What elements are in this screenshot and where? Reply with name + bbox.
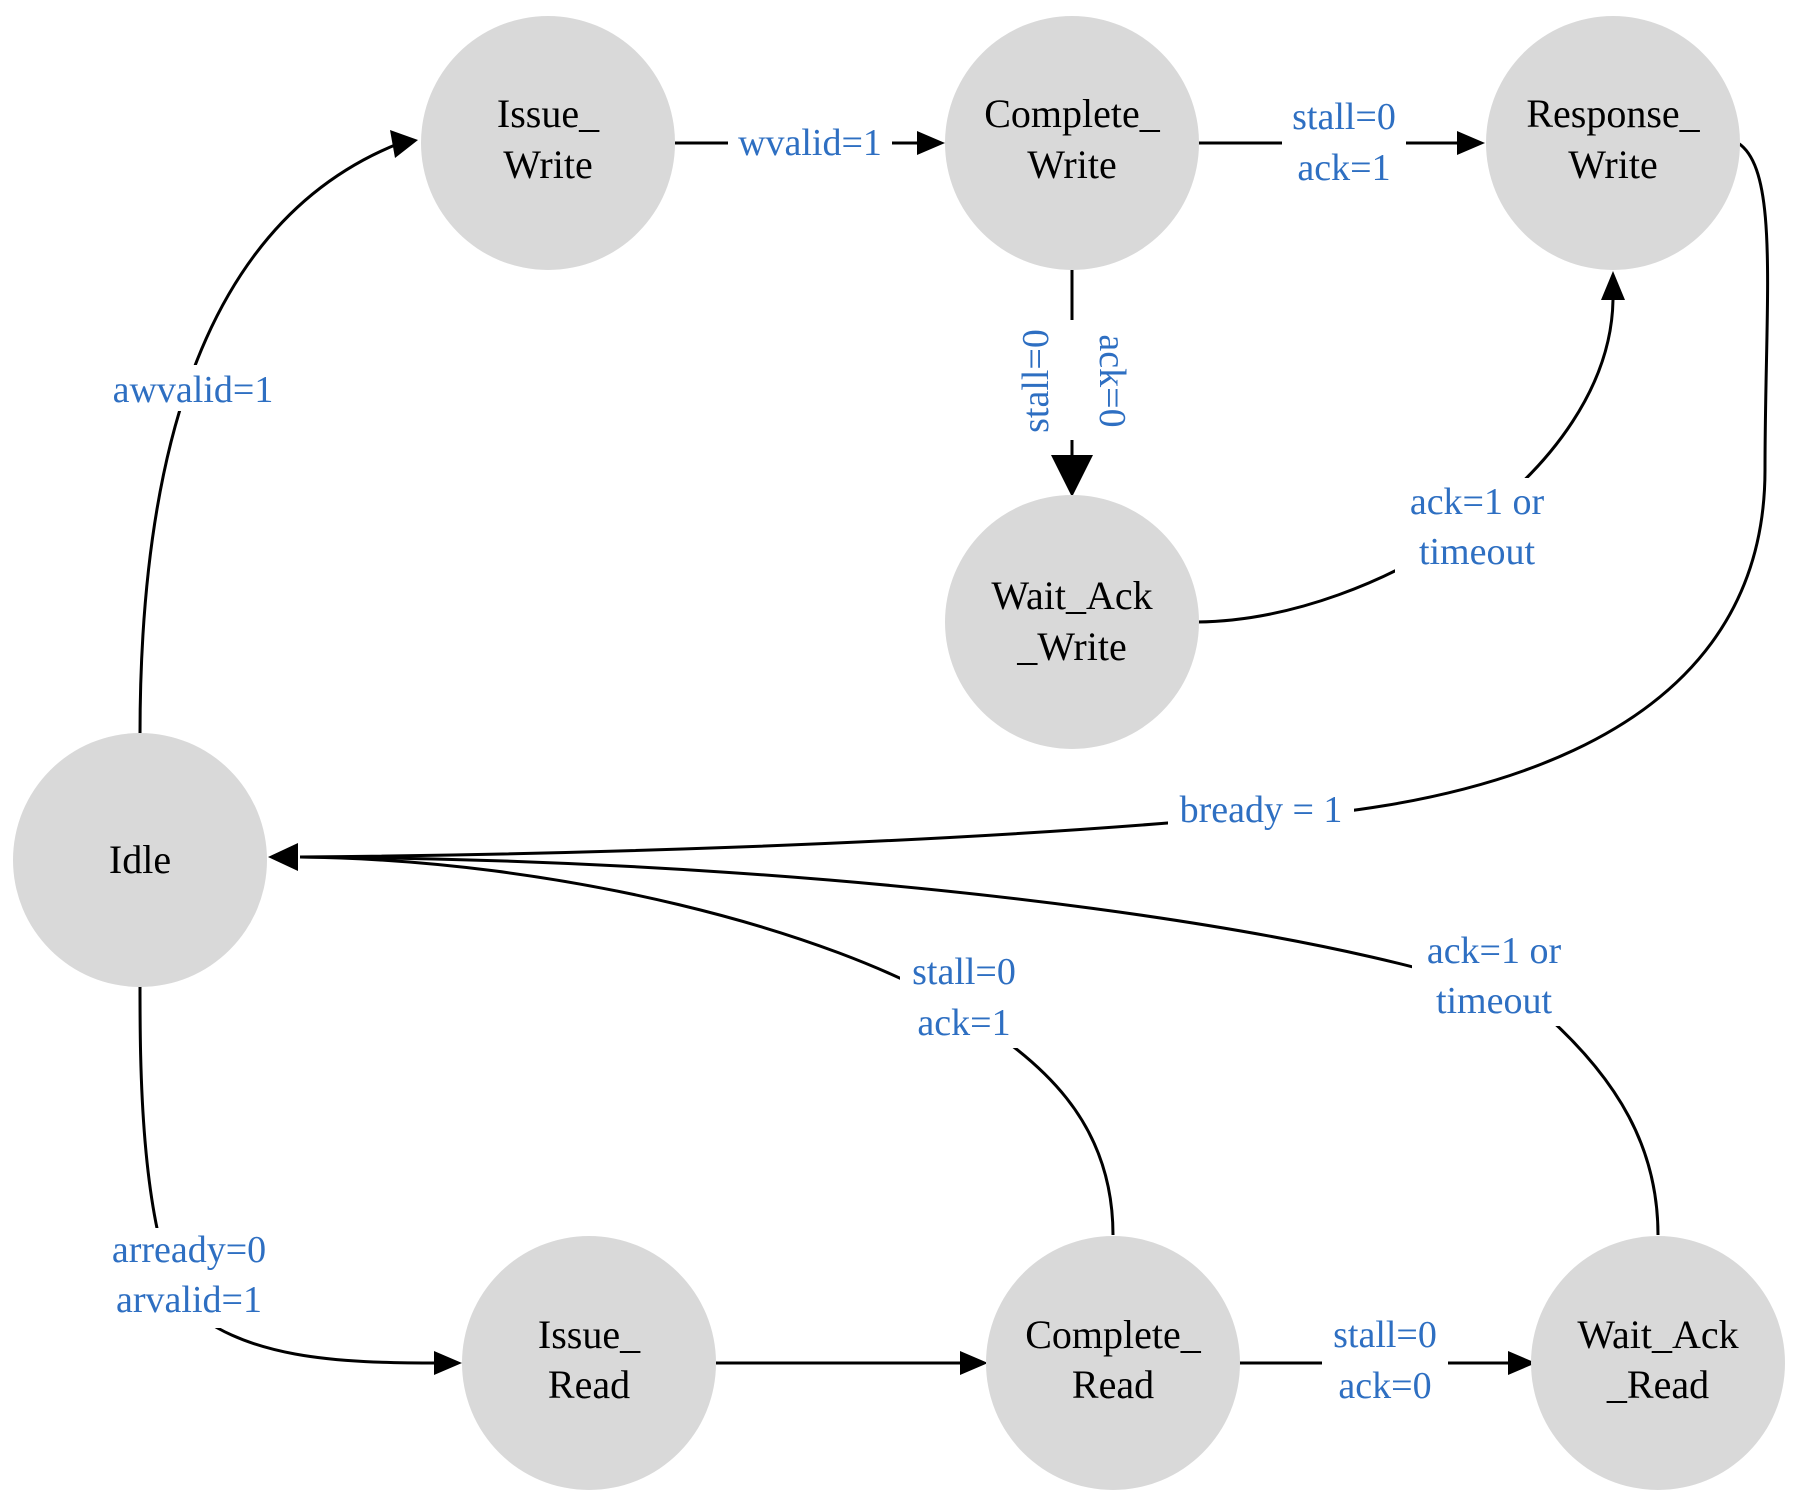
label-wait-ack-write-to-response-write-line-1: ack=1 or: [1410, 481, 1545, 523]
label-wait-ack-read-to-idle-line-1: ack=1 or: [1427, 930, 1562, 972]
state-label-line-2: _Write: [1016, 624, 1126, 669]
state-label-line-2: _Read: [1606, 1362, 1709, 1407]
arrowhead: [960, 1351, 988, 1375]
label-idle-to-issue-read-line-1: arready=0: [112, 1229, 266, 1271]
edges: [138, 130, 1770, 1375]
state-label-line-2: Write: [503, 142, 592, 187]
label-complete-read-to-idle-line-1: stall=0: [912, 951, 1016, 993]
label-response-write-to-idle: bready = 1: [1180, 789, 1343, 831]
label-complete-read-to-wait-ack-read-line-2: ack=0: [1338, 1365, 1431, 1407]
arrowhead: [917, 131, 945, 155]
arrowhead: [1508, 1351, 1536, 1375]
state-wait-ack-write: Wait_Ack _Write: [945, 495, 1199, 749]
label-idle-to-issue-write: awvalid=1: [113, 369, 274, 411]
state-label-line-2: Write: [1027, 142, 1116, 187]
label-idle-to-issue-read-line-2: arvalid=1: [116, 1279, 262, 1321]
state-issue-read: Issue_ Read: [462, 1236, 716, 1490]
label-complete-read-to-wait-ack-read-line-1: stall=0: [1333, 1314, 1437, 1356]
label-complete-read-to-idle-line-2: ack=1: [917, 1002, 1010, 1044]
state-issue-write: Issue_ Write: [421, 16, 675, 270]
state-wait-ack-read: Wait_Ack _Read: [1531, 1236, 1785, 1490]
label-wait-ack-write-to-response-write-line-2: timeout: [1419, 531, 1536, 573]
state-idle: Idle: [13, 733, 267, 987]
arrowhead: [434, 1351, 462, 1375]
state-label-line-2: Read: [548, 1362, 630, 1407]
label-complete-write-to-response-write-line-1: stall=0: [1292, 96, 1396, 138]
state-label-line-1: Wait_Ack: [991, 573, 1152, 618]
state-complete-write: Complete_ Write: [945, 16, 1199, 270]
state-label-line-2: Write: [1568, 142, 1657, 187]
states: Issue_ Write Complete_ Write Response_ W…: [13, 16, 1785, 1490]
transition-labels: awvalid=1 wvalid=1 stall=0 ack=1 stall=0…: [96, 92, 1576, 1413]
state-complete-read: Complete_ Read: [986, 1236, 1240, 1490]
edge-wait-ack-read-to-idle: [299, 855, 1660, 1236]
edge-idle-to-issue-write: [138, 141, 401, 736]
arrowhead: [1601, 271, 1625, 300]
label-complete-write-to-wait-ack-write-line-2: ack=0: [1091, 334, 1133, 427]
state-label-line-1: Complete_: [984, 91, 1161, 136]
state-label-line-1: Response_: [1526, 91, 1700, 136]
state-label-line-1: Issue_: [497, 91, 600, 136]
arrowhead: [1051, 455, 1093, 497]
state-label-line-1: Idle: [109, 837, 171, 882]
state-label-line-2: Read: [1072, 1362, 1154, 1407]
state-label-line-1: Wait_Ack: [1577, 1312, 1738, 1357]
label-issue-write-to-complete-write: wvalid=1: [738, 122, 882, 164]
label-complete-write-to-wait-ack-write-line-1: stall=0: [1015, 329, 1057, 433]
arrowhead: [390, 130, 418, 158]
state-response-write: Response_ Write: [1486, 16, 1740, 270]
label-complete-write-to-response-write-line-2: ack=1: [1297, 147, 1390, 189]
arrowhead: [268, 843, 298, 871]
label-wait-ack-read-to-idle-line-2: timeout: [1436, 980, 1553, 1022]
state-label-line-1: Issue_: [538, 1312, 641, 1357]
edge-response-write-to-idle: [299, 141, 1770, 859]
state-label-line-1: Complete_: [1025, 1312, 1202, 1357]
arrowhead: [1457, 131, 1485, 155]
